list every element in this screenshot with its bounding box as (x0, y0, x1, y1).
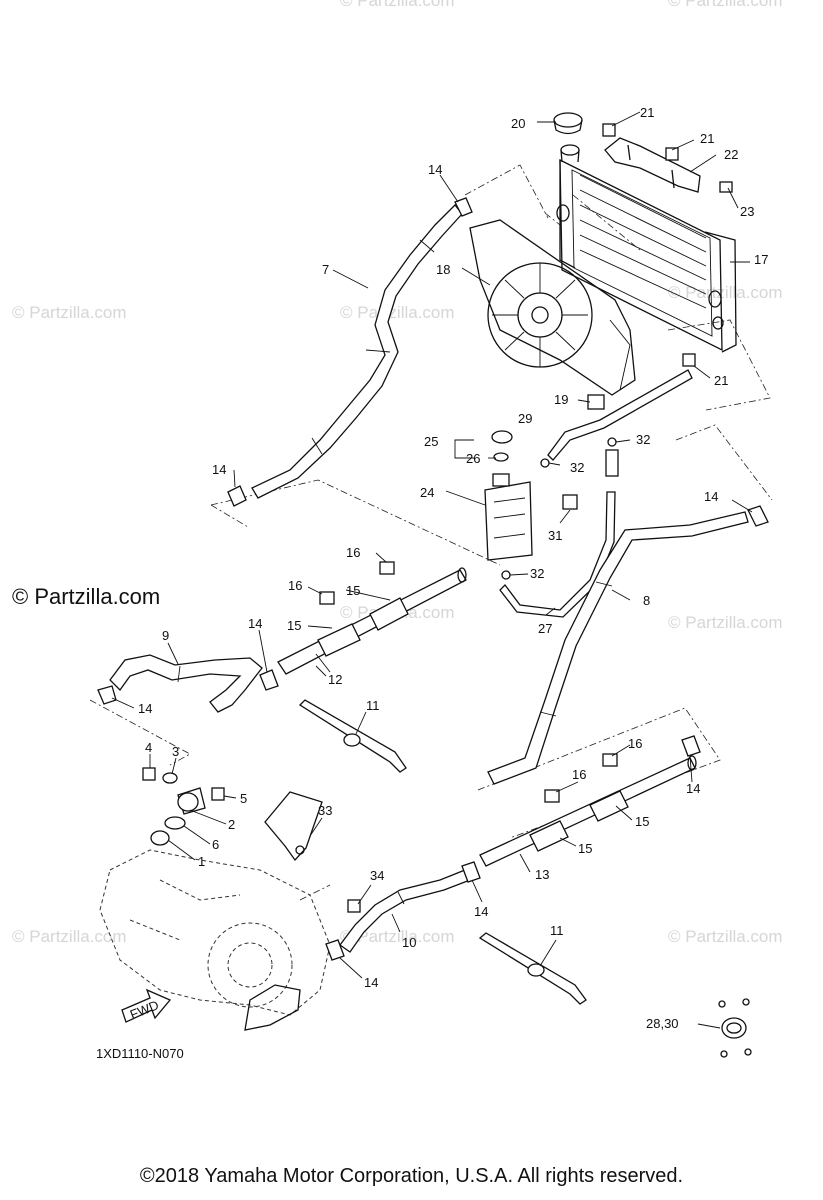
fwd-label: FWD (128, 997, 161, 1022)
callout-19: 19 (554, 392, 568, 407)
engine (99, 849, 331, 1031)
watermark: © Partzilla.com (668, 927, 783, 946)
callout-5: 5 (240, 791, 247, 806)
callout-32: 32 (636, 432, 650, 447)
callout-12: 12 (328, 672, 342, 687)
callout-2: 2 (228, 817, 235, 832)
callout-13: 13 (535, 867, 549, 882)
callout-4: 4 (145, 740, 152, 755)
callout-21: 21 (640, 105, 654, 120)
callout-labels: 20 21 21 22 23 17 18 14 7 21 19 29 32 32… (138, 105, 768, 1031)
watermark: © Partzilla.com (340, 303, 455, 322)
callout-34: 34 (370, 868, 384, 883)
watermark: © Partzilla.com (668, 0, 783, 10)
hose-9 (109, 654, 263, 713)
callout-17: 17 (754, 252, 768, 267)
callout-14: 14 (686, 781, 700, 796)
callout-24: 24 (420, 485, 434, 500)
callout-14: 14 (364, 975, 378, 990)
callout-15: 15 (346, 583, 360, 598)
callout-16: 16 (288, 578, 302, 593)
callout-23: 23 (740, 204, 754, 219)
callout-32: 32 (530, 566, 544, 581)
callout-15: 15 (287, 618, 301, 633)
thermostat-assembly (142, 767, 225, 846)
callout-27: 27 (538, 621, 552, 636)
bolt (319, 494, 618, 913)
radiator-cap (553, 112, 583, 163)
callout-3: 3 (172, 744, 179, 759)
callout-29: 29 (518, 411, 532, 426)
watermark: © Partzilla.com (340, 0, 455, 10)
callout-25: 25 (424, 434, 438, 449)
brand-watermark: © Partzilla.com (12, 584, 161, 609)
callout-32: 32 (570, 460, 584, 475)
fwd-arrow: FWD (121, 988, 172, 1023)
watermark: © Partzilla.com (668, 613, 783, 632)
fan-shroud (469, 219, 636, 396)
callout-28-30: 28,30 (646, 1016, 679, 1031)
callout-16: 16 (628, 736, 642, 751)
callout-10: 10 (402, 935, 416, 950)
watermark: © Partzilla.com (12, 303, 127, 322)
watermark: © Partzilla.com (668, 283, 783, 302)
callout-16: 16 (346, 545, 360, 560)
callout-15: 15 (578, 841, 592, 856)
hose-clamp (97, 197, 769, 961)
callout-1: 1 (198, 854, 205, 869)
radiator (556, 158, 737, 353)
callout-20: 20 (511, 116, 525, 131)
bracket (264, 791, 323, 862)
callout-31: 31 (548, 528, 562, 543)
watermark: © Partzilla.com (12, 927, 127, 946)
callout-6: 6 (212, 837, 219, 852)
hose-7 (251, 204, 463, 499)
hose-29 (547, 369, 693, 461)
watermark-group: © Partzilla.com © Partzilla.com © Partzi… (12, 0, 783, 946)
coolant-reservoir (484, 430, 533, 561)
cable-tie (298, 699, 587, 1005)
callout-22: 22 (724, 147, 738, 162)
callout-14: 14 (138, 701, 152, 716)
radiator-bracket (604, 137, 701, 193)
hose-27 (499, 449, 619, 618)
callout-11: 11 (366, 698, 380, 713)
callout-11: 11 (550, 923, 564, 938)
callout-26: 26 (466, 451, 480, 466)
callout-33: 33 (318, 803, 332, 818)
callout-15: 15 (635, 814, 649, 829)
callout-9: 9 (162, 628, 169, 643)
spring-clamp (501, 437, 752, 1058)
callout-7: 7 (322, 262, 329, 277)
copyright-notice: ©2018 Yamaha Motor Corporation, U.S.A. A… (139, 1165, 684, 1187)
callout-14: 14 (704, 489, 718, 504)
reference-lines (89, 164, 773, 901)
callout-14: 14 (428, 162, 442, 177)
leader-lines (111, 111, 753, 1029)
callout-14: 14 (212, 462, 226, 477)
callout-18: 18 (436, 262, 450, 277)
hose-8 (487, 511, 749, 785)
callout-14: 14 (474, 904, 488, 919)
callout-21: 21 (700, 131, 714, 146)
callout-21: 21 (714, 373, 728, 388)
watermark: © Partzilla.com (340, 927, 455, 946)
callout-14: 14 (248, 616, 262, 631)
pipe-12 (277, 567, 467, 675)
callout-8: 8 (643, 593, 650, 608)
pipe-13 (479, 755, 697, 867)
diagram-code: 1XD1110-N070 (96, 1046, 184, 1061)
callout-16: 16 (572, 767, 586, 782)
